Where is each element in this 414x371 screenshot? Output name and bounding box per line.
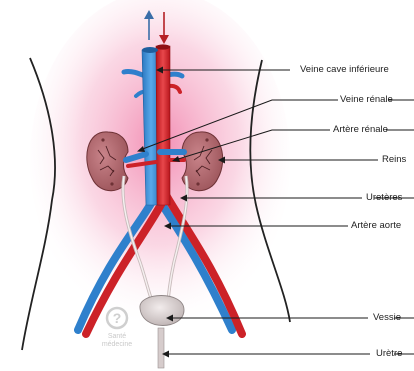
label-veine-renale: Veine rénale <box>340 94 414 106</box>
vena-cava-opening <box>142 47 158 53</box>
label-uretre: Urètre <box>376 348 414 360</box>
watermark-line-2: médecine <box>82 341 152 349</box>
watermark: Santé médecine <box>82 333 152 349</box>
label-ureteres: Uretères <box>366 192 414 204</box>
label-reins: Reins <box>382 154 414 166</box>
aorta-opening <box>156 44 170 49</box>
label-artere-aorte: Artère aorte <box>351 220 414 232</box>
label-vessie: Vessie <box>373 312 414 324</box>
label-artere-renale: Artère rénale <box>333 124 414 136</box>
watermark-line-1: Santé <box>82 333 152 341</box>
svg-text:?: ? <box>113 310 122 326</box>
urethra <box>158 328 164 368</box>
label-veine-cave-inferieure: Veine cave inférieure <box>300 64 412 76</box>
